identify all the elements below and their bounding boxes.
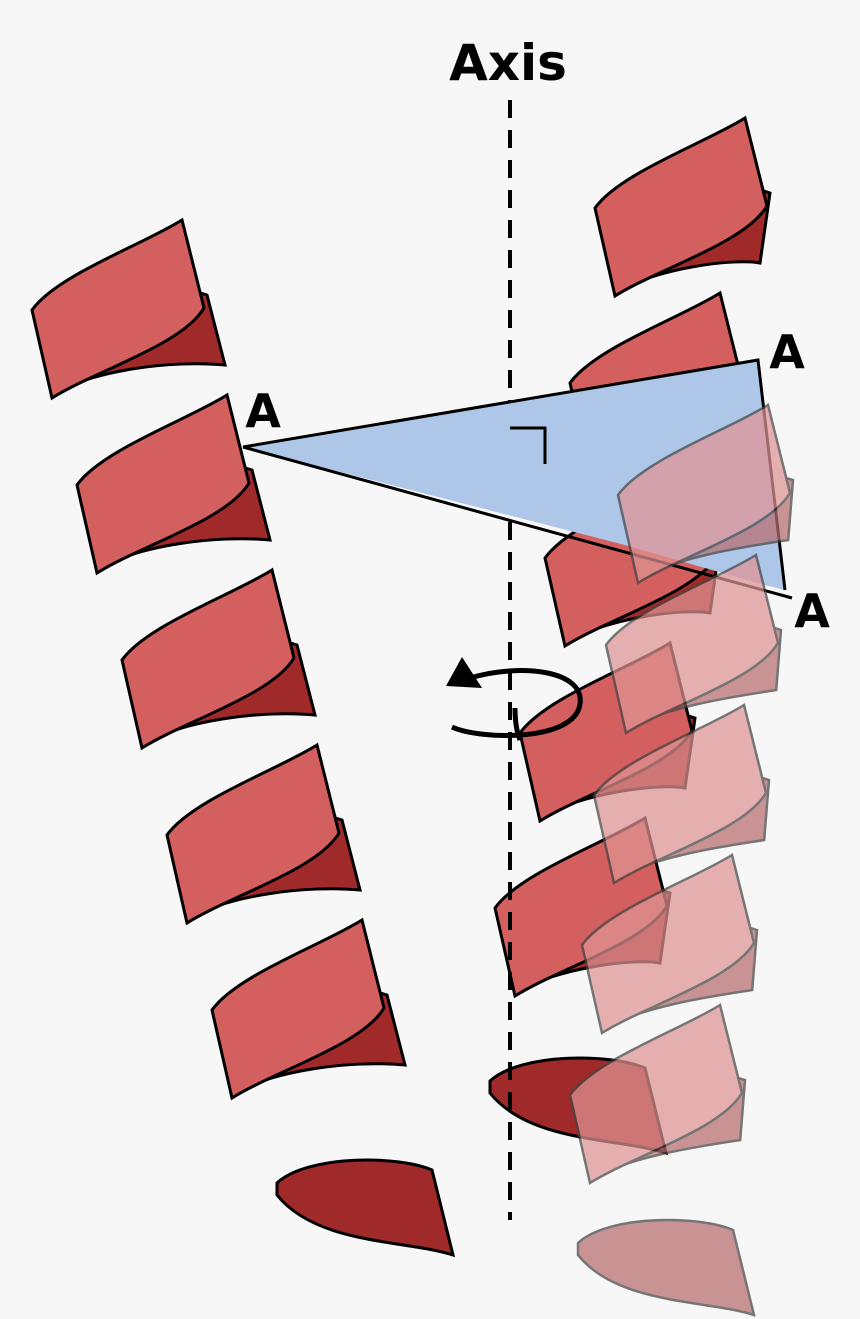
helix-front-ribbon: [616, 403, 792, 585]
helix-tail: [576, 1218, 756, 1317]
ghost-helix: [568, 403, 795, 1317]
point-a-left: A: [245, 384, 281, 438]
helix-tail: [275, 1158, 456, 1258]
point-a-right-bottom: A: [794, 584, 830, 638]
helix-front-ribbon: [592, 703, 768, 885]
helix-front-ribbon: [120, 567, 296, 751]
helix-front-ribbon: [75, 392, 251, 576]
helix-front-ribbon: [568, 1003, 744, 1185]
symmetry-triangle-base: [242, 445, 793, 600]
helix-front-ribbon: [604, 553, 780, 735]
right-angle-marker: [510, 426, 547, 464]
helix-front-ribbon: [165, 742, 341, 926]
circular-arrow-icon: [446, 657, 583, 741]
point-a-right-top: A: [769, 325, 805, 379]
helix-front-ribbon: [210, 917, 386, 1101]
helix-front-ribbon: [580, 853, 756, 1035]
left-helix: [30, 217, 456, 1258]
axis-label: Axis: [449, 34, 567, 92]
helix-front-ribbon: [593, 115, 769, 299]
helix-front-ribbon: [30, 217, 206, 401]
